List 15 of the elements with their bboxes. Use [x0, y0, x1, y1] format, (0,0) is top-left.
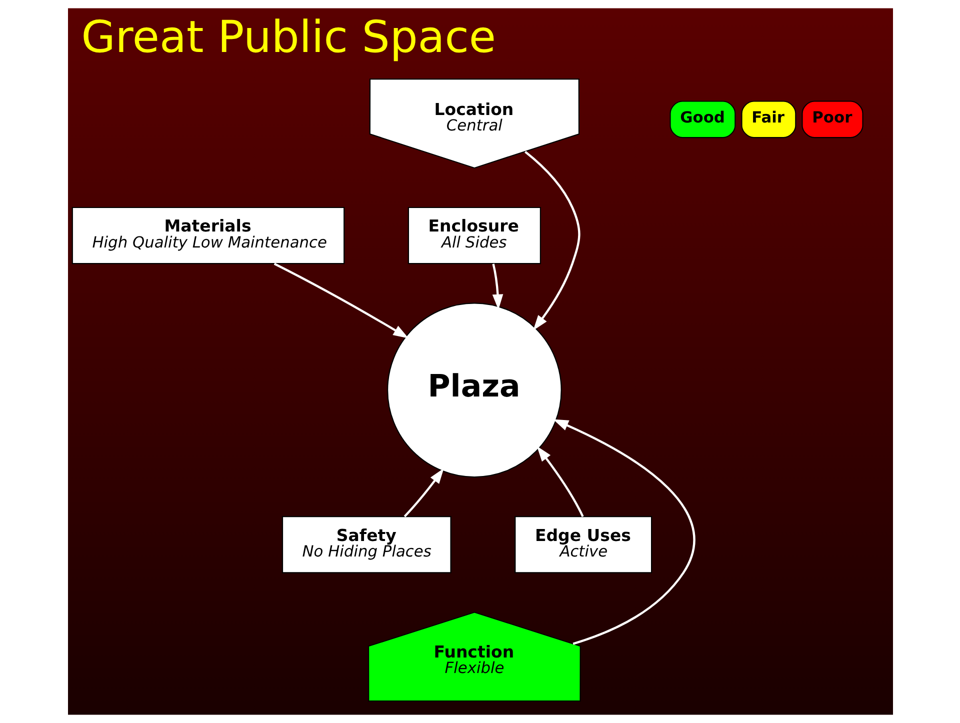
arrow	[552, 419, 695, 645]
diagram-title: Great Public Space	[80, 12, 496, 64]
legend-label: Good	[680, 108, 724, 126]
node-box: Edge Uses Active	[514, 516, 652, 574]
node-box: Materials High Quality Low Maintenance	[71, 206, 344, 264]
arrow	[492, 264, 503, 310]
arrow	[273, 262, 408, 338]
legend-label: Poor	[812, 108, 852, 126]
node-box: Safety No Hiding Places	[281, 516, 451, 574]
legend-label: Fair	[751, 108, 784, 126]
node-circle: Plaza	[386, 302, 562, 478]
arrow	[403, 468, 444, 518]
node-box: Enclosure All Sides	[407, 206, 540, 264]
arrow	[524, 150, 580, 331]
arrow	[536, 446, 584, 518]
